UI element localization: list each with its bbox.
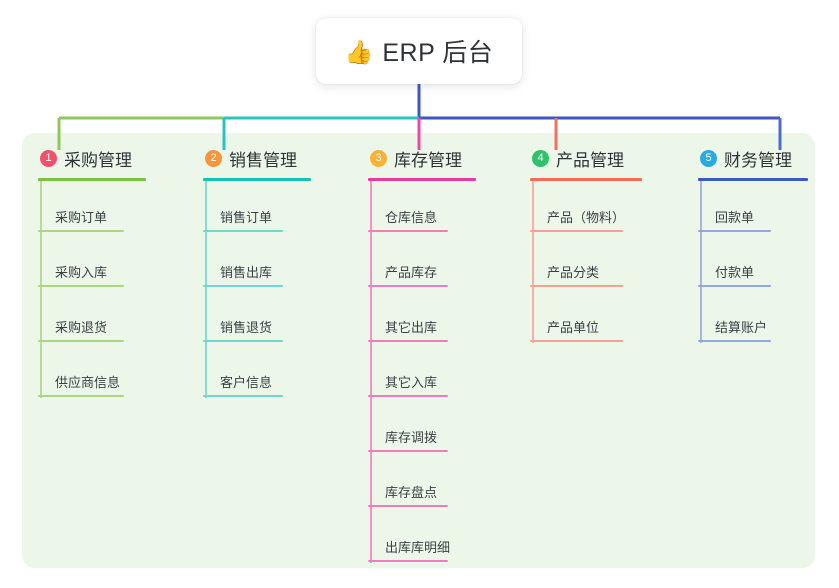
branch-column-3: 3 库存管理 <box>368 146 476 181</box>
leaf-node[interactable]: 付款单 <box>698 262 771 287</box>
branch-underline-4 <box>530 178 642 181</box>
branch-header-2[interactable]: 2 销售管理 <box>203 146 311 170</box>
leaf-node[interactable]: 库存盘点 <box>368 482 448 507</box>
thumbs-up-icon: 👍 <box>344 38 374 65</box>
leaf-label: 结算账户 <box>715 320 768 335</box>
branches-panel <box>22 133 815 568</box>
leaf-label: 产品库存 <box>385 265 438 280</box>
branch-badge-1: 1 <box>40 149 57 167</box>
branch-badge-4: 4 <box>532 149 549 167</box>
branch-column-1: 1 采购管理 <box>38 146 146 181</box>
leaf-underline <box>368 230 448 232</box>
branch-title-1: 采购管理 <box>64 150 132 170</box>
leaf-underline <box>530 340 623 342</box>
leaf-node[interactable]: 销售订单 <box>203 207 283 232</box>
leaf-label: 销售出库 <box>220 265 273 280</box>
leaf-label: 库存盘点 <box>385 485 438 500</box>
leaf-node[interactable]: 销售退货 <box>203 317 283 342</box>
branch-title-2: 销售管理 <box>229 150 297 170</box>
leaf-underline <box>698 285 771 287</box>
leaf-label: 产品分类 <box>547 265 600 280</box>
leaf-node[interactable]: 其它入库 <box>368 372 448 397</box>
branch-column-4: 4 产品管理 <box>530 146 642 181</box>
branch-badge-3: 3 <box>370 149 387 167</box>
leaf-underline <box>38 285 124 287</box>
branch-column-5: 5 财务管理 <box>698 146 808 181</box>
branch-header-3[interactable]: 3 库存管理 <box>368 146 476 170</box>
branch-column-2: 2 销售管理 <box>203 146 311 181</box>
leaf-node[interactable]: 产品单位 <box>530 317 623 342</box>
leaf-underline <box>368 340 448 342</box>
branch-badge-5: 5 <box>700 149 717 167</box>
leaf-label: 客户信息 <box>220 375 273 390</box>
leaf-underline <box>38 340 124 342</box>
leaf-underline <box>698 230 771 232</box>
branch-underline-1 <box>38 178 146 181</box>
leaf-node[interactable]: 供应商信息 <box>38 372 124 397</box>
leaf-node[interactable]: 采购退货 <box>38 317 124 342</box>
leaf-label: 仓库信息 <box>385 210 438 225</box>
leaf-node[interactable]: 销售出库 <box>203 262 283 287</box>
branch-title-4: 产品管理 <box>556 150 624 170</box>
leaf-node[interactable]: 库存调拨 <box>368 427 448 452</box>
leaf-node[interactable]: 产品分类 <box>530 262 623 287</box>
leaf-node[interactable]: 采购入库 <box>38 262 124 287</box>
leaf-node[interactable]: 回款单 <box>698 207 771 232</box>
branch-underline-3 <box>368 178 476 181</box>
leaf-label: 付款单 <box>715 265 755 280</box>
root-title: ERP 后台 <box>382 39 494 67</box>
leaf-underline <box>368 505 448 507</box>
leaf-underline <box>368 285 448 287</box>
leaf-underline <box>698 340 771 342</box>
leaf-node[interactable]: 其它出库 <box>368 317 448 342</box>
leaf-node[interactable]: 客户信息 <box>203 372 283 397</box>
leaf-underline <box>530 285 623 287</box>
branch-badge-2: 2 <box>205 149 222 167</box>
leaf-node[interactable]: 产品库存 <box>368 262 448 287</box>
leaf-label: 采购订单 <box>55 210 108 225</box>
leaf-underline <box>38 230 124 232</box>
leaf-label: 采购退货 <box>55 320 108 335</box>
leaf-label: 产品（物料） <box>547 210 626 225</box>
leaf-label: 供应商信息 <box>55 375 121 390</box>
leaf-underline <box>530 230 623 232</box>
branch-title-5: 财务管理 <box>724 150 792 170</box>
branch-header-5[interactable]: 5 财务管理 <box>698 146 808 170</box>
leaf-underline <box>203 340 283 342</box>
branch-underline-2 <box>203 178 311 181</box>
root-node[interactable]: 👍 ERP 后台 <box>316 18 522 84</box>
leaf-underline <box>368 560 448 562</box>
branch-title-3: 库存管理 <box>394 150 462 170</box>
leaf-label: 其它出库 <box>385 320 438 335</box>
leaf-label: 销售退货 <box>220 320 273 335</box>
leaf-label: 产品单位 <box>547 320 600 335</box>
leaf-label: 其它入库 <box>385 375 438 390</box>
leaf-node[interactable]: 出库库明细 <box>368 537 450 562</box>
branch-header-1[interactable]: 1 采购管理 <box>38 146 146 170</box>
leaf-underline <box>203 230 283 232</box>
leaf-underline <box>38 395 124 397</box>
leaf-node[interactable]: 结算账户 <box>698 317 771 342</box>
leaf-underline <box>368 450 448 452</box>
leaf-node[interactable]: 采购订单 <box>38 207 124 232</box>
leaf-label: 回款单 <box>715 210 755 225</box>
leaf-label: 出库库明细 <box>385 540 451 555</box>
leaf-underline <box>368 395 448 397</box>
leaf-underline <box>203 395 283 397</box>
leaf-label: 销售订单 <box>220 210 273 225</box>
leaf-underline <box>203 285 283 287</box>
leaf-node[interactable]: 仓库信息 <box>368 207 448 232</box>
leaf-label: 库存调拨 <box>385 430 438 445</box>
branch-header-4[interactable]: 4 产品管理 <box>530 146 642 170</box>
leaf-label: 采购入库 <box>55 265 108 280</box>
leaf-node[interactable]: 产品（物料） <box>530 207 625 232</box>
branch-underline-5 <box>698 178 808 181</box>
